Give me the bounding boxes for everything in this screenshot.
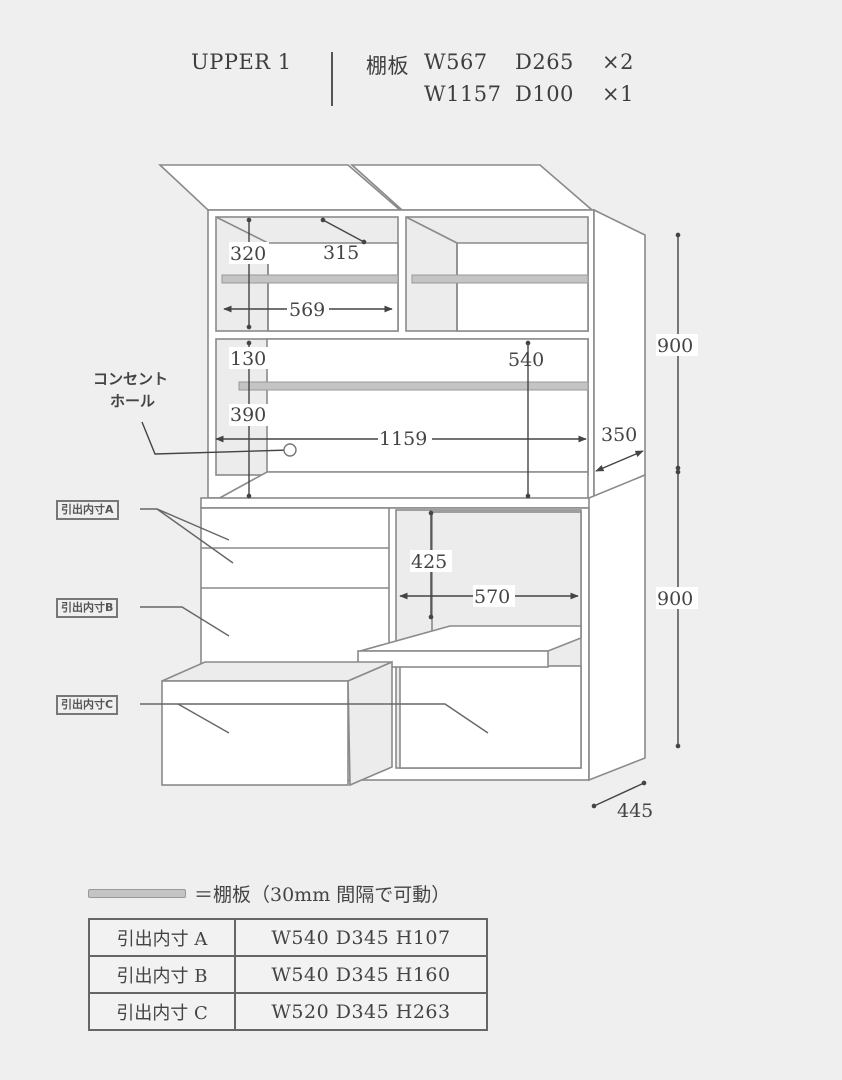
counter <box>200 497 596 509</box>
model-title: UPPER 1 <box>191 50 292 74</box>
shelf-middle <box>238 381 589 391</box>
table-row: 引出内寸 A W540 D345 H107 <box>88 918 488 957</box>
shelf-spec-1-width: W567 <box>424 50 488 74</box>
row-value: W520 D345 H263 <box>234 992 488 1031</box>
dim-upper-total-height: 900 <box>657 335 693 357</box>
dim-lower-opening-width: 570 <box>474 586 510 608</box>
shelf-spec-2-depth: D100 <box>515 82 574 106</box>
dim-lower-depth: 445 <box>617 800 653 822</box>
shelf-spec-1-depth: D265 <box>515 50 574 74</box>
table-row: 引出内寸 B W540 D345 H160 <box>88 955 488 994</box>
header-divider <box>331 52 333 106</box>
shelf-spec-1-qty: ×2 <box>602 50 634 74</box>
drawer-label-a: 引出内寸A <box>56 500 119 520</box>
dim-middle-top-gap: 130 <box>230 348 266 370</box>
dim-lower-total-height: 900 <box>657 588 693 610</box>
shelf-spec-2-width: W1157 <box>424 82 502 106</box>
shelf-legend-text: ＝棚板（30mm 間隔で可動） <box>194 884 451 906</box>
upper-side <box>593 208 646 500</box>
shelf-upper-right <box>411 274 589 284</box>
row-value: W540 D345 H107 <box>234 918 488 957</box>
outlet-note-line2: ホール <box>110 392 155 410</box>
shelf-upper-left <box>221 274 399 284</box>
row-label: 引出内寸 B <box>88 955 236 994</box>
shelf-spec-2-qty: ×1 <box>602 82 634 106</box>
dim-upper-width: 569 <box>289 299 325 321</box>
shelf-swatch <box>88 889 186 898</box>
dim-lower-opening-height: 425 <box>411 551 447 573</box>
shelf-legend: ＝棚板（30mm 間隔で可動） <box>88 880 450 907</box>
table-row: 引出内寸 C W520 D345 H263 <box>88 992 488 1031</box>
outlet-note-line1: コンセント <box>93 370 168 388</box>
drawer-dimension-table: 引出内寸 A W540 D345 H107 引出内寸 B W540 D345 H… <box>88 918 488 1031</box>
pullout-shelf <box>357 650 549 668</box>
drawer-label-b: 引出内寸B <box>56 598 119 618</box>
row-value: W540 D345 H160 <box>234 955 488 994</box>
dim-middle-width: 1159 <box>379 428 427 450</box>
row-label: 引出内寸 A <box>88 918 236 957</box>
drawer-label-c: 引出内寸C <box>56 695 119 715</box>
dim-upper-depth-side: 350 <box>601 424 637 446</box>
drawer-c <box>161 680 349 786</box>
dim-middle-lower-gap: 390 <box>230 404 266 426</box>
dim-upper-height: 320 <box>230 243 266 265</box>
lower-side <box>588 473 646 782</box>
cabinet-diagram: 320 315 569 130 390 540 1159 350 900 900… <box>93 164 698 822</box>
outlet-hole-icon <box>283 443 297 457</box>
row-label: 引出内寸 C <box>88 992 236 1031</box>
dim-middle-height: 540 <box>508 349 544 371</box>
shelf-label: 棚板 <box>366 54 409 78</box>
dim-upper-depth: 315 <box>323 242 359 264</box>
